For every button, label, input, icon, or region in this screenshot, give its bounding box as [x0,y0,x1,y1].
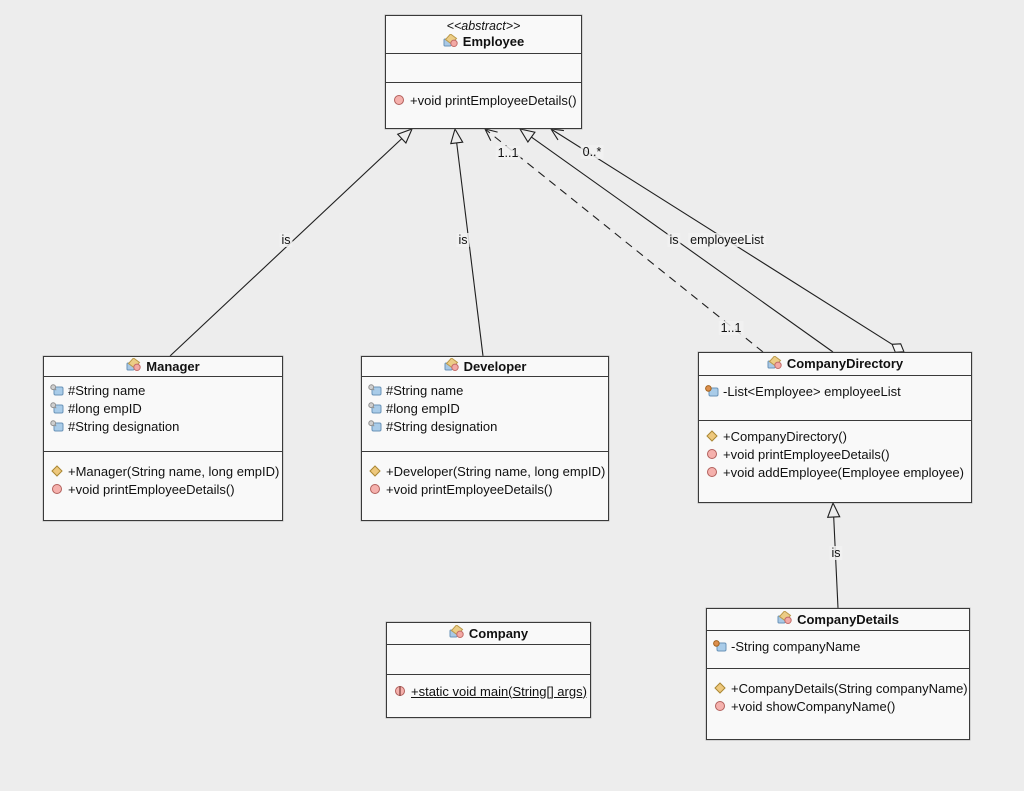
field-row: #String designation [367,417,608,435]
class-name: Employee [462,34,525,49]
label-multiplicity-0-star: 0..* [580,145,604,159]
field-row: #String designation [49,417,282,435]
constructor-icon [704,430,719,442]
generalization-companydirectory-to-employee[interactable] [518,128,834,353]
label-details-is: is [829,546,843,560]
class-developer[interactable]: Developer #String name #long empID #String… [361,356,609,521]
method-row: +void addEmployee(Employee employee) [704,463,971,481]
method-row: +static void main(String[] args) [392,682,590,700]
method-row: +CompanyDetails(String companyName) [712,679,969,697]
class-name: Developer [463,358,527,374]
method-row: +void printEmployeeDetails() [391,91,581,109]
method-row: +Developer(String name, long empID) [367,462,608,480]
method-row-label: +Manager(String name, long empID) [68,463,280,479]
class-icon [444,357,459,375]
class-icon [449,624,464,642]
generalization-companydetails-to-companydirectory[interactable] [826,501,841,609]
public-method-icon [367,483,382,495]
label-developer-is: is [456,233,470,247]
field-row: #String name [367,381,608,399]
dashed-association-companydirectory-employee[interactable] [483,128,764,353]
public-method-icon [712,700,727,712]
label-directory-is: is [667,233,681,247]
method-row-label: +void printEmployeeDetails() [386,481,553,497]
method-row-label: +void printEmployeeDetails() [723,446,890,462]
method-row-label: +void printEmployeeDetails() [410,92,577,108]
method-row: +void printEmployeeDetails() [49,480,282,498]
class-name: CompanyDirectory [786,356,904,371]
method-row-label: +CompanyDetails(String companyName) [731,680,968,696]
class-company[interactable]: Company +static void main(String[] args) [386,622,591,718]
method-row: +void printEmployeeDetails() [367,480,608,498]
public-method-icon [391,94,406,106]
field-row-label: #String name [68,382,146,398]
label-multiplicity-1-1-directory-end: 1..1 [718,321,744,335]
field-row-label: #String name [386,382,464,398]
class-icon [126,357,141,375]
field-row-label: -List<Employee> employeeList [723,383,901,399]
method-row-label: +void printEmployeeDetails() [68,481,235,497]
class-icon [777,610,792,628]
method-row-label: +void showCompanyName() [731,698,896,714]
class-manager[interactable]: Manager #String name #long empID #String d… [43,356,283,521]
field-row-label: #long empID [68,400,142,416]
class-employee[interactable]: <<abstract>> Employee +void printEmploye… [385,15,582,129]
class-companydirectory[interactable]: CompanyDirectory -List<Employee> employe… [698,352,972,503]
public-method-icon [704,448,719,460]
protected-field-icon [49,401,64,415]
class-stereotype: <<abstract>> [446,18,521,33]
class-companydetails[interactable]: CompanyDetails -String companyName +Comp… [706,608,970,740]
label-multiplicity-1-1-employee-end: 1..1 [495,146,521,160]
method-row-label: +CompanyDirectory() [723,428,847,444]
generalization-developer-to-employee[interactable] [450,127,484,357]
field-row-label: #String designation [68,418,180,434]
method-row-label: +void addEmployee(Employee employee) [723,464,964,480]
public-method-icon [704,466,719,478]
label-employeelist-role: employeeList [688,233,766,247]
field-row: -String companyName [712,637,969,655]
generalization-manager-to-employee[interactable] [169,128,414,357]
field-row-label: #long empID [386,400,460,416]
protected-field-icon [49,419,64,433]
protected-field-icon [367,419,382,433]
class-icon [443,32,458,51]
private-field-icon [704,384,719,398]
class-name: CompanyDetails [797,611,899,627]
class-name: Manager [146,358,200,374]
field-row-label: -String companyName [731,638,861,654]
protected-field-icon [367,383,382,397]
method-row: +void printEmployeeDetails() [704,445,971,463]
constructor-icon [367,465,382,477]
constructor-icon [712,682,727,694]
static-method-icon [392,685,407,697]
private-field-icon [712,639,727,653]
protected-field-icon [49,383,64,397]
class-icon [767,354,782,373]
label-manager-is: is [279,233,293,247]
constructor-icon [49,465,64,477]
class-name: Company [468,625,529,641]
method-row-label: +static void main(String[] args) [411,683,587,699]
public-method-icon [49,483,64,495]
field-row: #long empID [49,399,282,417]
method-row: +Manager(String name, long empID) [49,462,282,480]
method-row-label: +Developer(String name, long empID) [386,463,606,479]
field-row: #long empID [367,399,608,417]
field-row: -List<Employee> employeeList [704,382,971,400]
method-row: +void showCompanyName() [712,697,969,715]
method-row: +CompanyDirectory() [704,427,971,445]
field-row-label: #String designation [386,418,498,434]
protected-field-icon [367,401,382,415]
field-row: #String name [49,381,282,399]
